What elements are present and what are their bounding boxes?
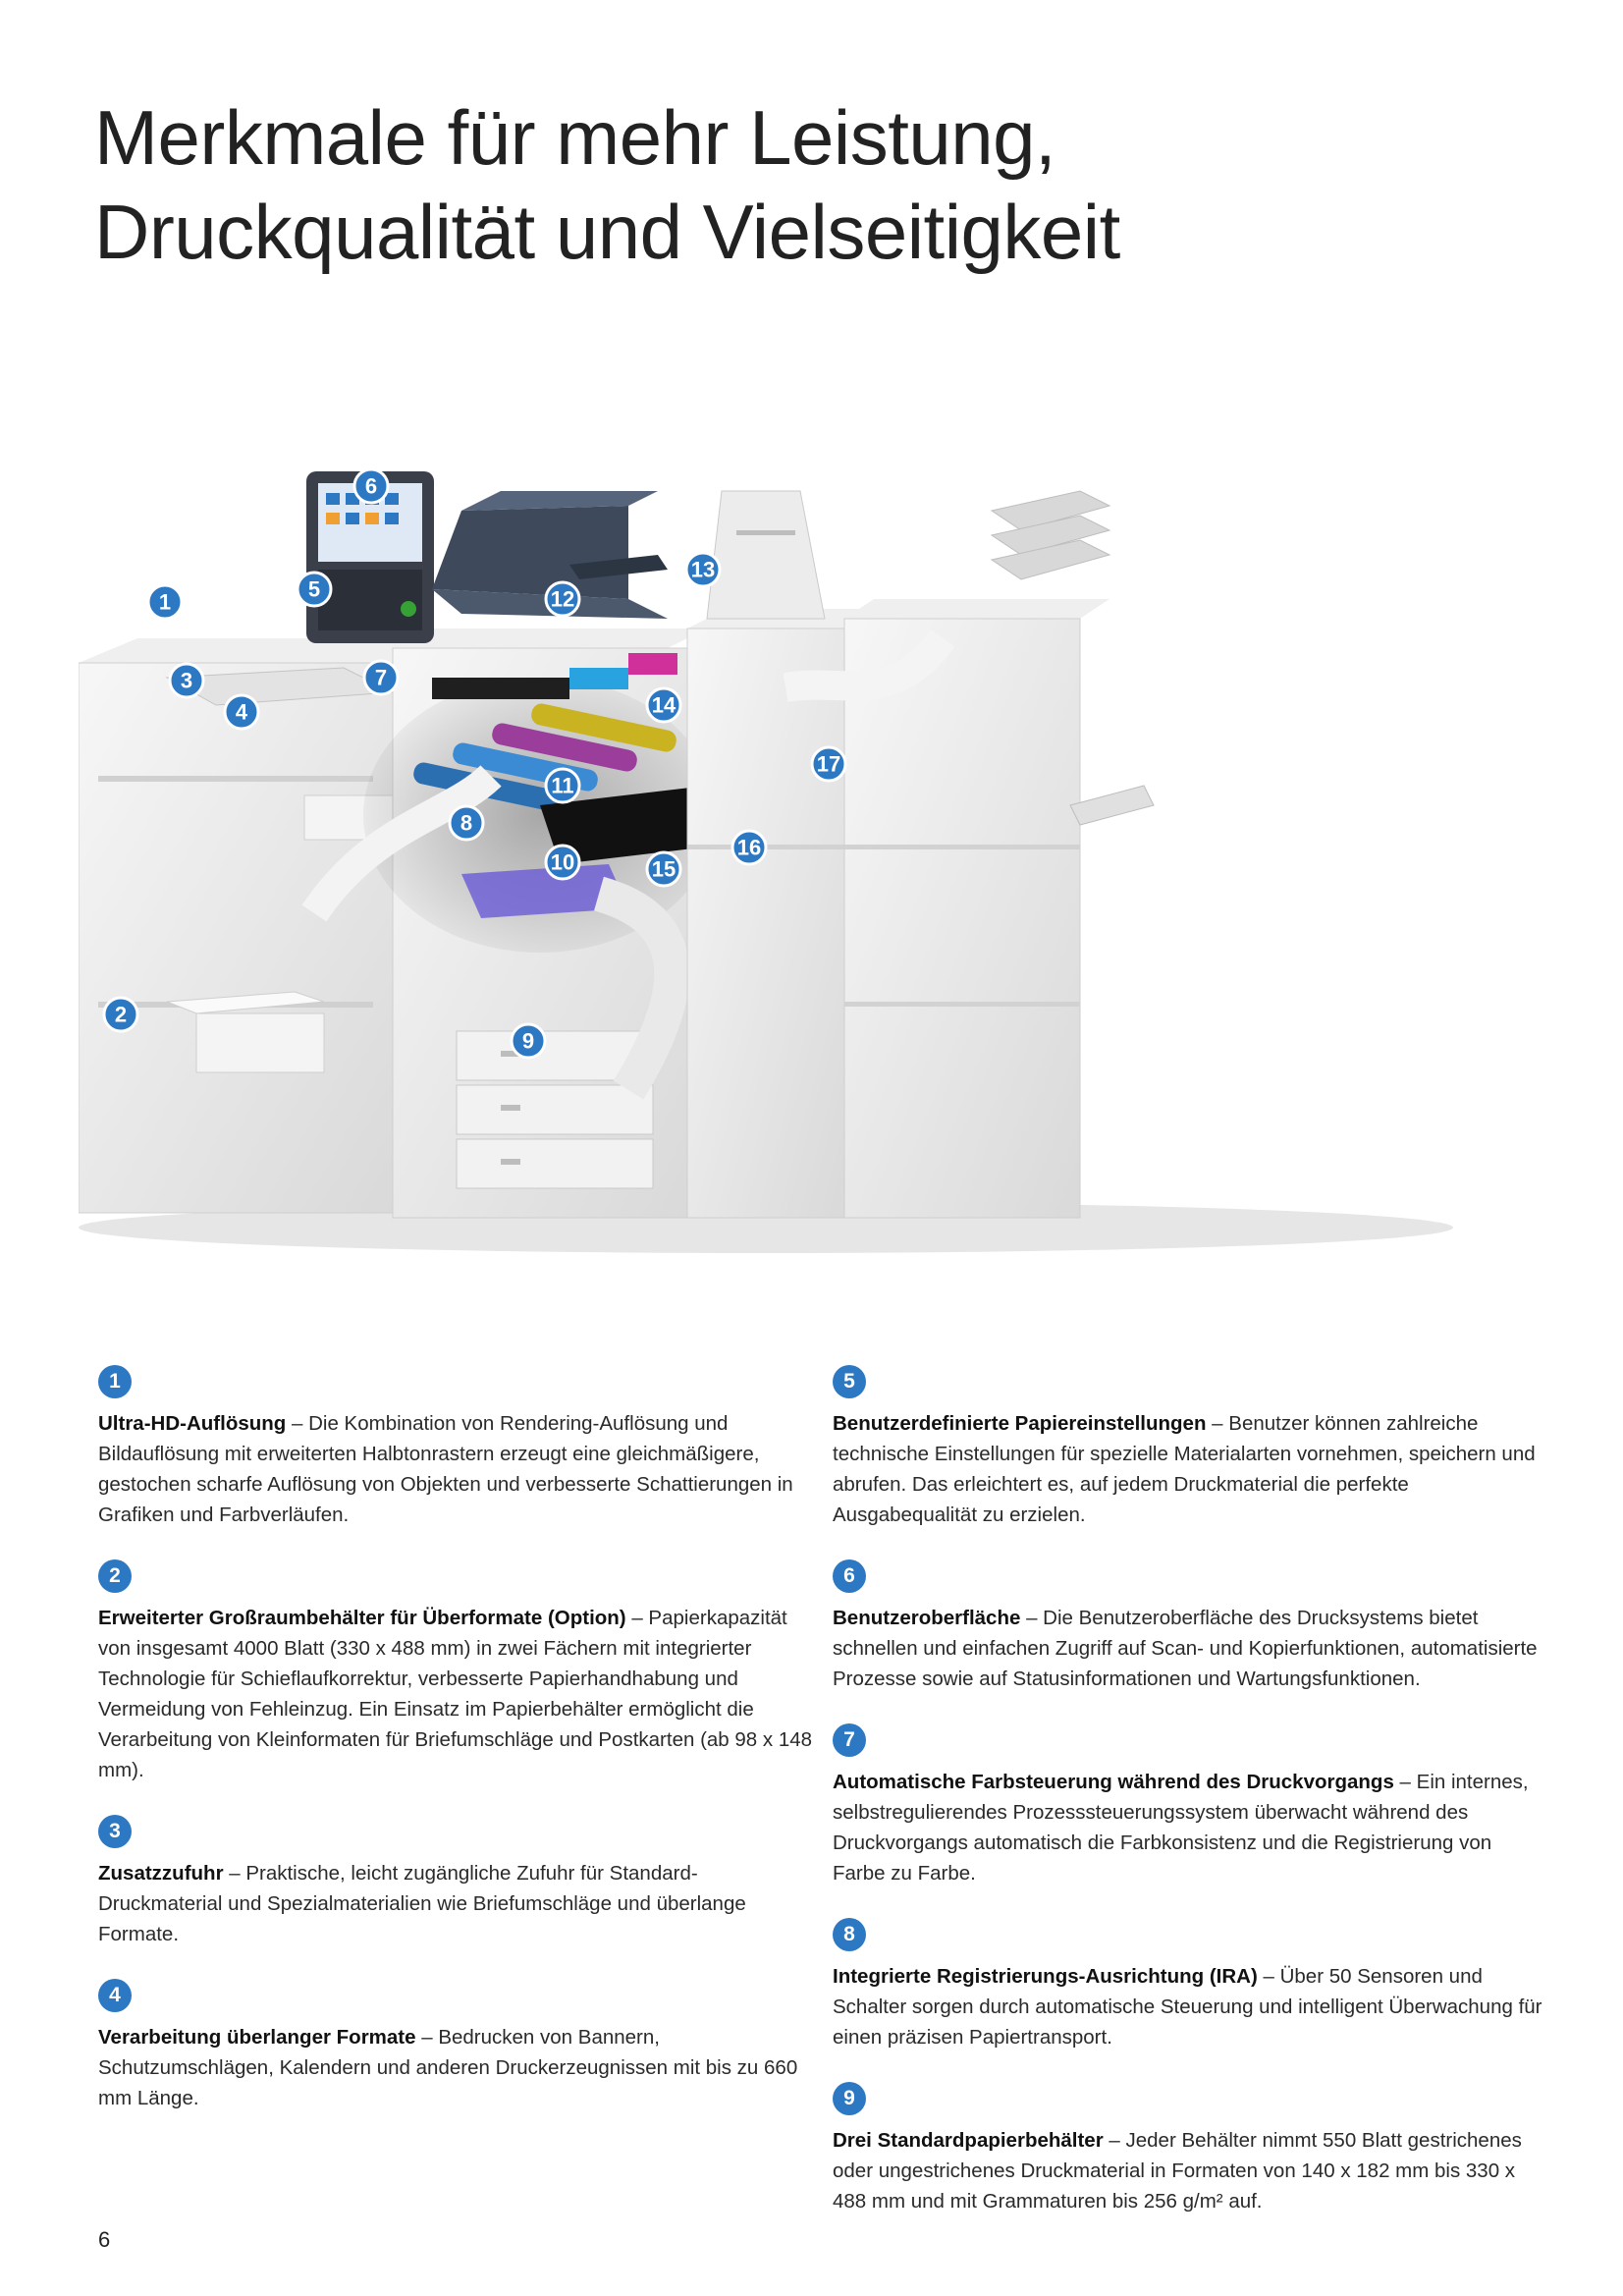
callout-5: 5: [296, 571, 333, 608]
svg-text:7: 7: [375, 666, 387, 690]
svg-text:2: 2: [115, 1003, 127, 1027]
feature-heading: Benutzeroberfläche: [833, 1607, 1021, 1629]
page-number: 6: [98, 2227, 111, 2252]
feature-text: – Bedrucken von Bannern, Schutzumschläge…: [98, 2026, 798, 2109]
svg-text:6: 6: [365, 474, 377, 499]
feature-9: 9 Drei Standardpapierbehälter – Jeder Be…: [833, 2082, 1549, 2216]
feature-number-badge: 6: [833, 1559, 866, 1593]
feature-number-badge: 9: [833, 2082, 866, 2115]
feature-number-badge: 5: [833, 1365, 866, 1398]
callout-3: 3: [168, 662, 205, 699]
feature-heading: Drei Standardpapierbehälter: [833, 2129, 1104, 2152]
feature-heading: Integrierte Registrierungs-Ausrichtung (…: [833, 1965, 1258, 1988]
feature-heading: Benutzerdefinierte Papiereinstellungen: [833, 1412, 1207, 1435]
callout-1: 1: [146, 583, 184, 621]
feature-4: 4 Verarbeitung überlanger Formate – Bedr…: [98, 1979, 815, 2113]
feature-text: – Jeder Behälter nimmt 550 Blatt gestric…: [833, 2129, 1522, 2213]
feature-column-left: 1 Ultra-HD-Auflösung – Die Kombination v…: [98, 1365, 815, 2143]
svg-text:4: 4: [236, 700, 248, 725]
feature-8: 8 Integrierte Registrierungs-Ausrichtung…: [833, 1918, 1549, 2052]
callout-8: 8: [448, 804, 485, 842]
callout-2: 2: [102, 996, 139, 1033]
finisher-module: [783, 490, 1155, 1219]
feature-description: Benutzeroberfläche – Die Benutzeroberflä…: [833, 1603, 1549, 1694]
scanner-module: [432, 491, 668, 619]
svg-text:5: 5: [308, 577, 320, 602]
callout-16: 16: [730, 829, 768, 866]
feature-number-badge: 4: [98, 1979, 132, 2012]
feature-description: Verarbeitung überlanger Formate – Bedruc…: [98, 2022, 815, 2113]
printer-illustration: 1 2 3 4 5 6 7 8 9 10 11 12 13 14 15 16 1…: [79, 452, 1571, 1257]
callout-13: 13: [684, 551, 722, 588]
callout-15: 15: [645, 850, 682, 888]
feature-description: Automatische Farbsteuerung während des D…: [833, 1767, 1549, 1888]
callout-12: 12: [544, 580, 581, 618]
callout-11: 11: [544, 767, 581, 804]
callout-7: 7: [362, 659, 400, 696]
feature-7: 7 Automatische Farbsteuerung während des…: [833, 1723, 1549, 1888]
feature-description: Integrierte Registrierungs-Ausrichtung (…: [833, 1961, 1549, 2052]
callout-17: 17: [810, 745, 847, 783]
feature-text: – Benutzer können zahlreiche technische …: [833, 1412, 1536, 1526]
svg-text:15: 15: [652, 857, 676, 882]
callout-10: 10: [544, 844, 581, 881]
svg-text:8: 8: [460, 811, 472, 836]
feature-heading: Erweiterter Großraumbehälter für Überfor…: [98, 1607, 626, 1629]
title-line-2: Druckqualität und Vielseitigkeit: [94, 189, 1120, 275]
svg-text:16: 16: [737, 836, 761, 860]
feature-number-badge: 1: [98, 1365, 132, 1398]
feature-text: – Die Benutzeroberfläche des Drucksystem…: [833, 1607, 1538, 1690]
svg-text:13: 13: [691, 558, 715, 582]
feature-number-badge: 8: [833, 1918, 866, 1951]
svg-text:1: 1: [159, 590, 171, 615]
svg-text:17: 17: [817, 752, 840, 777]
feature-heading: Zusatzzufuhr: [98, 1862, 224, 1885]
feature-heading: Verarbeitung überlanger Formate: [98, 2026, 416, 2049]
feature-1: 1 Ultra-HD-Auflösung – Die Kombination v…: [98, 1365, 815, 1530]
feature-6: 6 Benutzeroberfläche – Die Benutzeroberf…: [833, 1559, 1549, 1694]
callout-6: 6: [352, 467, 390, 505]
callout-4: 4: [223, 693, 260, 731]
feature-description: Benutzerdefinierte Papiereinstellungen –…: [833, 1408, 1549, 1530]
feature-text: – Die Kombination von Rendering-Auflösun…: [98, 1412, 793, 1526]
feature-description: Drei Standardpapierbehälter – Jeder Behä…: [833, 2125, 1549, 2216]
feature-description: Zusatzzufuhr – Praktische, leicht zugäng…: [98, 1858, 815, 1949]
feature-text: – Praktische, leicht zugängliche Zufuhr …: [98, 1862, 746, 1945]
feature-number-badge: 2: [98, 1559, 132, 1593]
feature-number-badge: 7: [833, 1723, 866, 1757]
feature-3: 3 Zusatzzufuhr – Praktische, leicht zugä…: [98, 1815, 815, 1949]
page-title: Merkmale für mehr Leistung, Druckqualitä…: [94, 90, 1371, 279]
svg-text:14: 14: [652, 693, 676, 718]
svg-text:3: 3: [181, 669, 192, 693]
feature-description: Erweiterter Großraumbehälter für Überfor…: [98, 1603, 815, 1785]
callout-9: 9: [510, 1022, 547, 1060]
feature-description: Ultra-HD-Auflösung – Die Kombination von…: [98, 1408, 815, 1530]
feature-text: – Papierkapazität von insgesamt 4000 Bla…: [98, 1607, 813, 1781]
title-line-1: Merkmale für mehr Leistung,: [94, 94, 1056, 181]
svg-text:9: 9: [522, 1029, 534, 1054]
feature-text: – Über 50 Sensoren und Schalter sorgen d…: [833, 1965, 1542, 2049]
control-panel: [306, 471, 434, 643]
svg-text:10: 10: [551, 850, 574, 875]
svg-text:11: 11: [551, 774, 573, 798]
svg-text:12: 12: [551, 587, 574, 612]
feature-2: 2 Erweiterter Großraumbehälter für Überf…: [98, 1559, 815, 1785]
feature-column-right: 5 Benutzerdefinierte Papiereinstellungen…: [833, 1365, 1549, 2246]
feature-heading: Ultra-HD-Auflösung: [98, 1412, 287, 1435]
feature-5: 5 Benutzerdefinierte Papiereinstellungen…: [833, 1365, 1549, 1530]
callout-14: 14: [645, 686, 682, 724]
inserter-module: [686, 490, 884, 1219]
feature-number-badge: 3: [98, 1815, 132, 1848]
feeder-module: [79, 638, 432, 1214]
feature-text: – Ein internes, selbstregulierendes Proz…: [833, 1771, 1529, 1885]
feature-heading: Automatische Farbsteuerung während des D…: [833, 1771, 1394, 1793]
